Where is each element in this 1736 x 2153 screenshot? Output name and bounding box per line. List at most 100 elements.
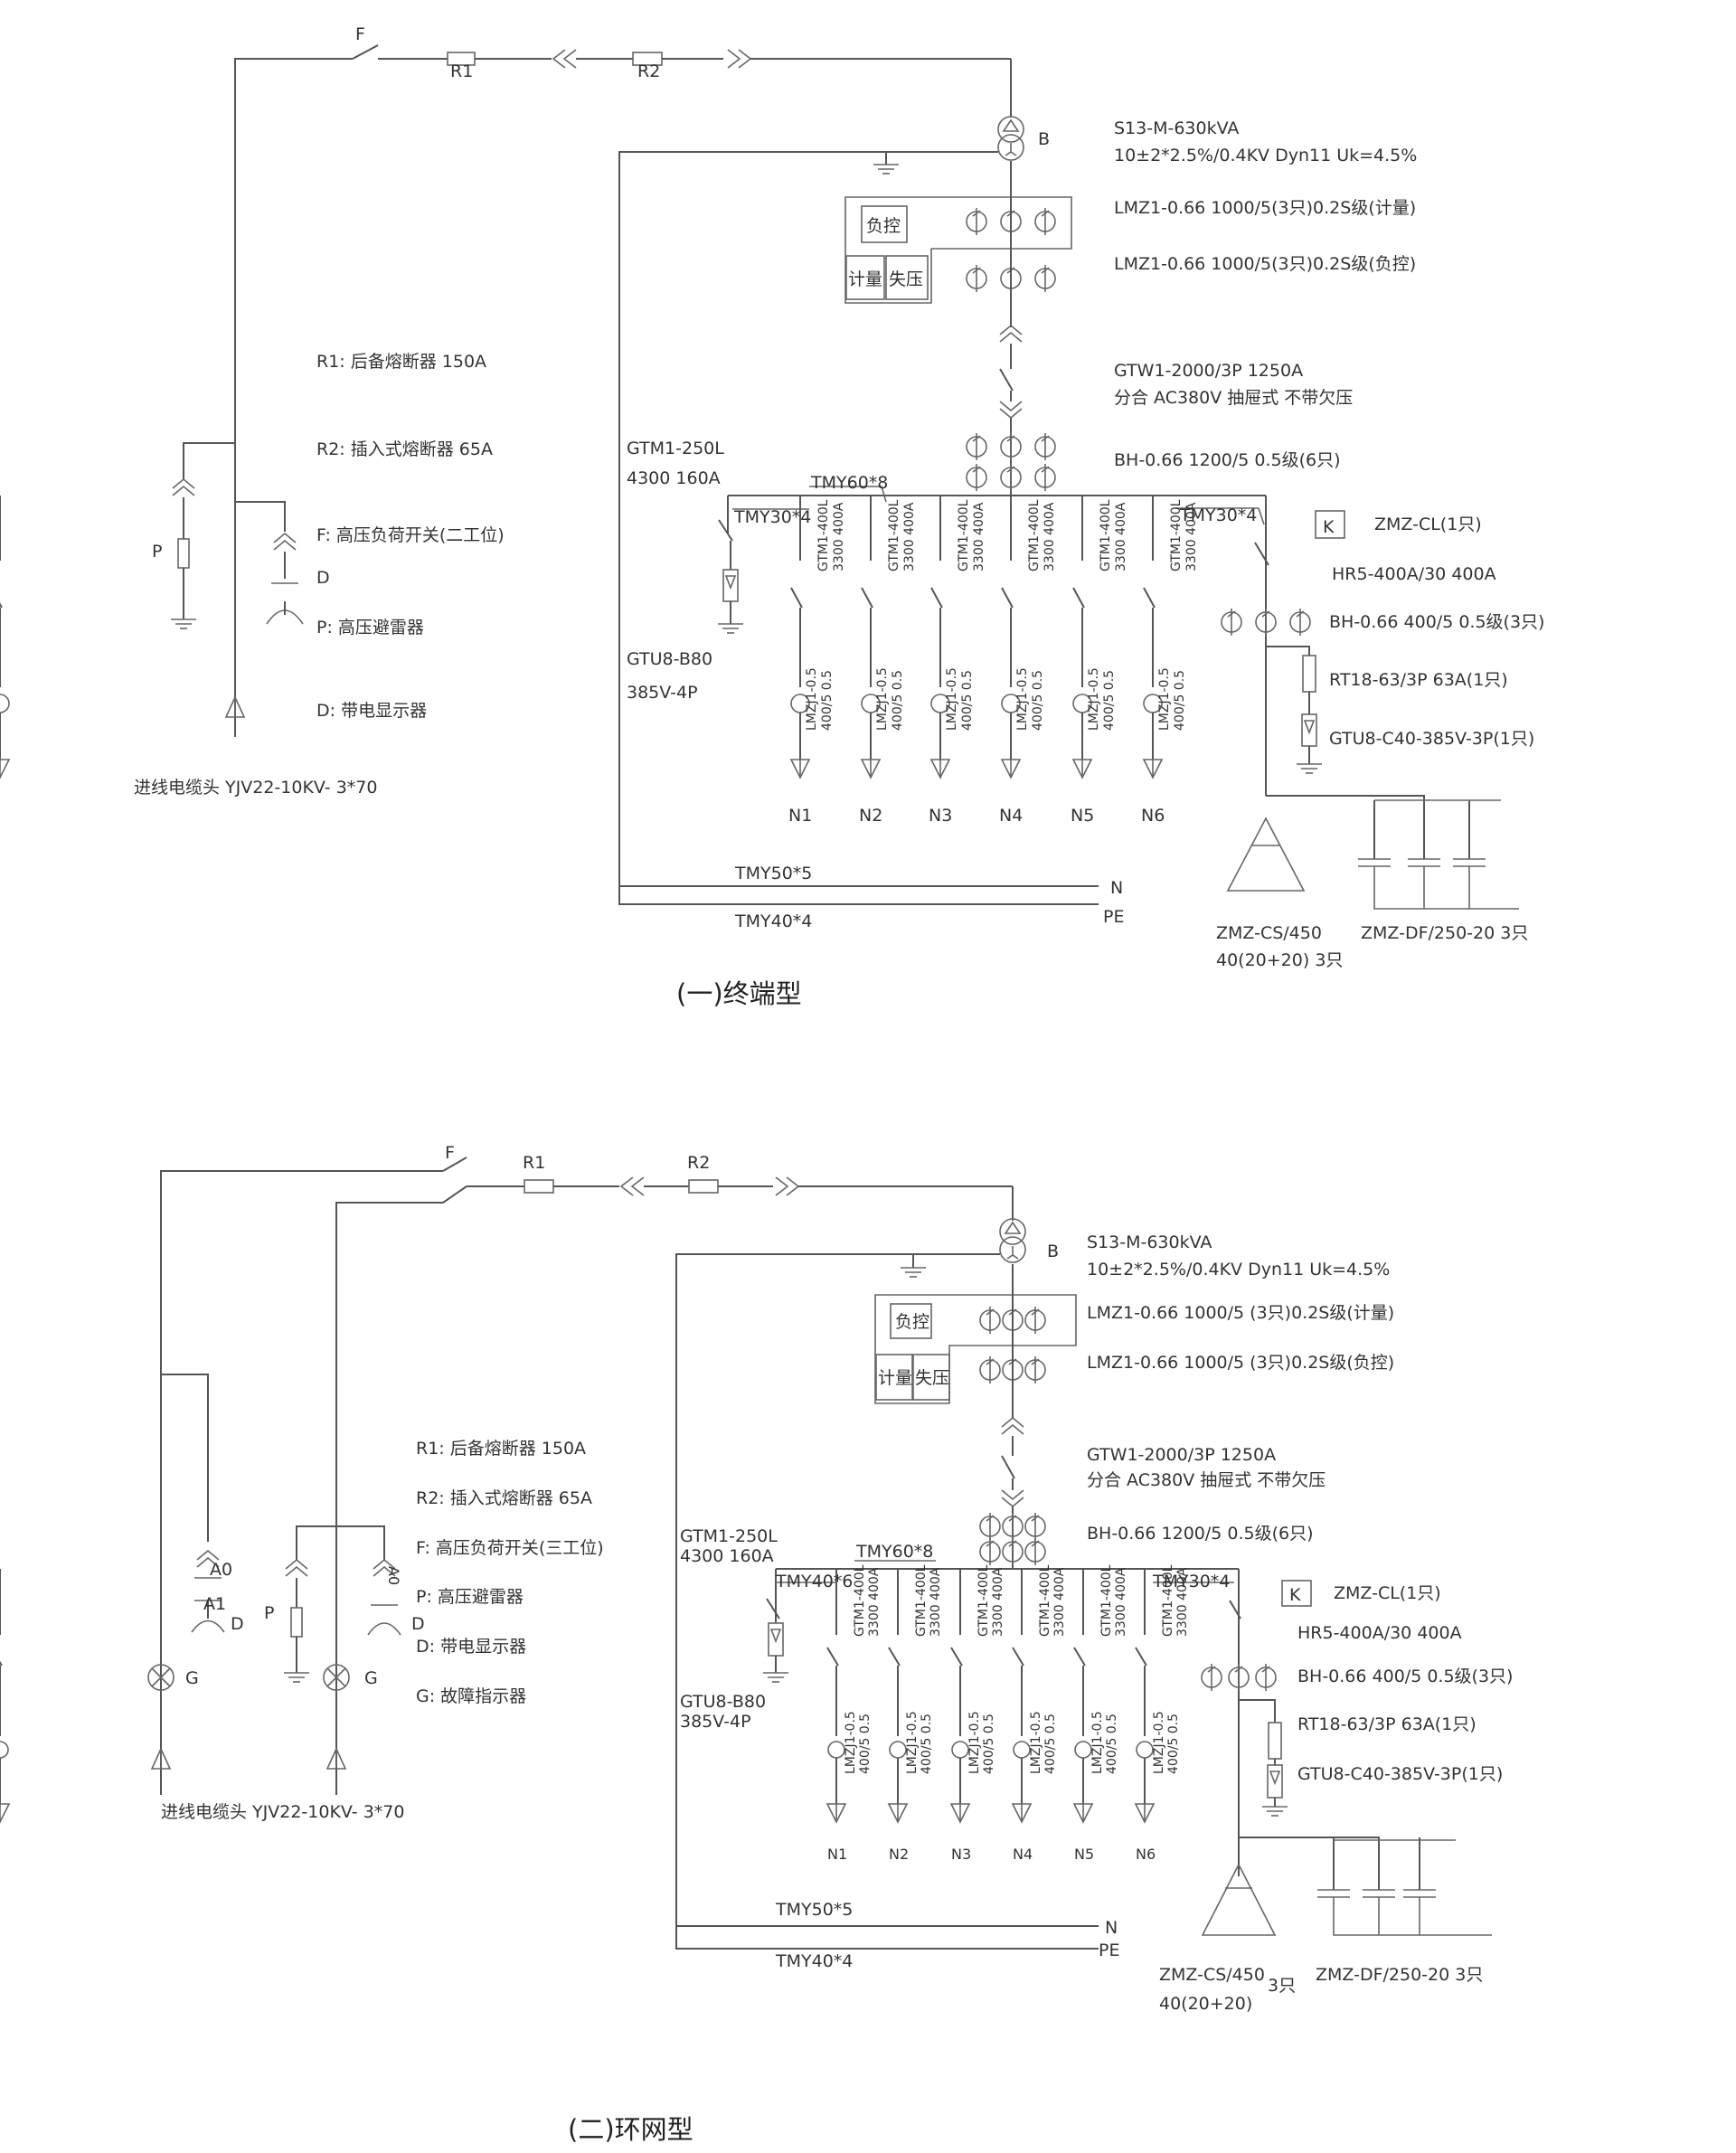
legend-g: G: 故障指示器 (416, 1686, 526, 1706)
gtm1-label: GTM1-250L (680, 1526, 778, 1546)
feeder-ct-a: LMZJ1-0.5 (875, 667, 890, 731)
feeder-ct-a: LMZJ1-0.5 (1152, 1711, 1166, 1774)
zmz-df-label: ZMZ-DF/250-20 3只 (1361, 923, 1528, 943)
zmz-cs-rating: 40(20+20) (1159, 1994, 1252, 2014)
breaker-desc: 分合 AC380V 抽屉式 不带欠压 (1114, 388, 1353, 408)
label-d1: D (231, 1614, 244, 1634)
busbar-label: TMY60*8 (810, 473, 888, 493)
caption-ring: (二)环网型 (568, 2114, 693, 2145)
transformer-spec: S13-M-630kVA (1087, 1232, 1212, 1252)
outlet-n2: N2 (889, 1846, 909, 1863)
diagram-terminal (0, 44, 1519, 910)
ct-bus-label: BH-0.66 1200/5 0.5级(6只) (1114, 450, 1341, 470)
cable-label: 进线电缆头 YJV22-10KV- 3*70 (161, 1802, 404, 1822)
box-fukong: 负控 (866, 216, 901, 236)
hr5-label: HR5-400A/30 400A (1332, 564, 1496, 584)
feeder-ct-b: 400/5 0.5 (858, 1714, 873, 1774)
feeder-top-b: 3300 400A (972, 502, 986, 571)
feeder-ct-a: LMZJ1-0.5 (805, 667, 819, 731)
feeder-ct-b: 400/5 0.5 (982, 1714, 996, 1774)
feeder-ct-b: 400/5 0.5 (1166, 1714, 1181, 1774)
feeder-top-a: GTM1-400L (1027, 499, 1042, 571)
breaker-desc: 分合 AC380V 抽屉式 不带欠压 (1087, 1470, 1326, 1490)
feeder-top-b: 3300 400A (991, 1567, 1005, 1637)
transformer-rating: 10±2*2.5%/0.4KV Dyn11 Uk=4.5% (1114, 146, 1417, 165)
label-f: F (355, 24, 365, 44)
tmy-right-label: TMY30*4 (1152, 1572, 1230, 1591)
feeder-ct-a: LMZJ1-0.5 (844, 1711, 858, 1774)
ct-load-label: LMZ1-0.66 1000/5 (3只)0.2S级(负控) (1087, 1353, 1394, 1373)
feeder-top-b: 3300 400A (929, 1567, 943, 1637)
zmz-cs-rating: 40(20+20) 3只 (1216, 950, 1343, 970)
feeder-top-a: GTM1-400L (1099, 499, 1113, 571)
feeder-top-b: 3300 400A (867, 1567, 882, 1637)
ct-metering-label: LMZ1-0.66 1000/5 (3只)0.2S级(计量) (1087, 1303, 1394, 1323)
legend-r2: R2: 插入式熔断器 65A (416, 1488, 592, 1508)
tmy-left-label: TMY40*6 (775, 1572, 853, 1591)
gtm1-rating: 4300 160A (627, 468, 721, 488)
tmy50-label: TMY50*5 (775, 1900, 853, 1920)
outlet-n5: N5 (1071, 806, 1094, 826)
zmz-cl-label: ZMZ-CL(1只) (1334, 1583, 1441, 1603)
feeder-top-b: 3300 400A (1052, 1567, 1067, 1637)
ct-metering-label: LMZ1-0.66 1000/5(3只)0.2S级(计量) (1114, 198, 1416, 218)
ct-bus-label: BH-0.66 1200/5 0.5级(6只) (1087, 1524, 1314, 1544)
feeder-ct-a: LMZJ1-0.5 (1157, 667, 1172, 731)
feeder-ct-a: LMZJ1-0.5 (1015, 667, 1030, 731)
feeder-top-b: 3300 400A (1175, 1567, 1190, 1637)
feeder-ct-b: 400/5 0.5 (960, 670, 975, 731)
feeder-top-a: GTM1-400L (816, 499, 831, 571)
pe-label: PE (1099, 1941, 1119, 1960)
transformer-label: B (1047, 1242, 1059, 1261)
feeder-top-a: GTM1-400L (957, 499, 971, 571)
k-label: K (1323, 517, 1335, 537)
label-g2: G (364, 1668, 378, 1688)
feeder-ct-a: LMZJ1-0.5 (945, 667, 959, 731)
box-jiliang: 计量 (848, 269, 882, 289)
breaker-spec: GTW1-2000/3P 1250A (1087, 1445, 1276, 1465)
feeder-top-b: 3300 400A (832, 502, 846, 571)
feeder-top-b: 3300 400A (1184, 502, 1199, 571)
feeder-ct-b: 400/5 0.5 (1031, 670, 1045, 731)
label-d2: D (411, 1614, 425, 1634)
feeder-ct-b: 400/5 0.5 (1105, 1714, 1119, 1774)
tmy40-label: TMY40*4 (734, 911, 812, 931)
legend-f: F: 高压负荷开关(三工位) (416, 1538, 604, 1558)
box-jiliang: 计量 (878, 1368, 912, 1388)
gtu8-label: GTU8-B80 (680, 1692, 766, 1712)
tmy-left-label: TMY30*4 (733, 507, 811, 527)
k-label: K (1289, 1585, 1301, 1605)
feeder-labels: GTM1-400L 3300 400A GTM1-400L 3300 400A … (805, 499, 1199, 731)
legend-r2: R2: 插入式熔断器 65A (316, 439, 493, 459)
label-a0-right: A0 (385, 1566, 402, 1585)
label-a0-left: A0 (210, 1560, 232, 1580)
rt18-label: RT18-63/3P 63A(1只) (1297, 1714, 1477, 1734)
hr5-label: HR5-400A/30 400A (1297, 1623, 1462, 1643)
feeder-ct-b: 400/5 0.5 (1102, 670, 1117, 731)
outlet-n6: N6 (1141, 806, 1165, 826)
busbar-label: TMY60*8 (855, 1542, 933, 1562)
feeder-top-a: GTM1-400L (887, 499, 901, 571)
transformer-spec: S13-M-630kVA (1114, 118, 1239, 138)
feeder-top-b: 3300 400A (1114, 502, 1128, 571)
n-label: N (1105, 1918, 1118, 1938)
legend-p: P: 高压避雷器 (416, 1587, 524, 1607)
label-p: P (152, 542, 162, 562)
outlet-n2: N2 (859, 806, 882, 826)
caption-terminal: (一)终端型 (676, 978, 802, 1009)
k-box (1315, 510, 1345, 539)
cable-label: 进线电缆头 YJV22-10KV- 3*70 (134, 778, 377, 798)
box-fukong: 负控 (895, 1312, 929, 1332)
legend-d: D: 带电显示器 (416, 1637, 526, 1657)
tmy-right-label: TMY30*4 (1179, 505, 1257, 525)
feeder-top-b: 3300 400A (902, 502, 917, 571)
transformer-rating: 10±2*2.5%/0.4KV Dyn11 Uk=4.5% (1087, 1260, 1390, 1280)
k-box (1281, 1580, 1312, 1607)
label-a1: A1 (203, 1594, 226, 1614)
outlet-n5: N5 (1074, 1846, 1094, 1863)
outlet-n4: N4 (999, 806, 1023, 826)
feeder-ct-b: 400/5 0.5 (1043, 1714, 1058, 1774)
label-r2: R2 (637, 61, 660, 81)
gtu8c-label: GTU8-C40-385V-3P(1只) (1297, 1764, 1503, 1784)
